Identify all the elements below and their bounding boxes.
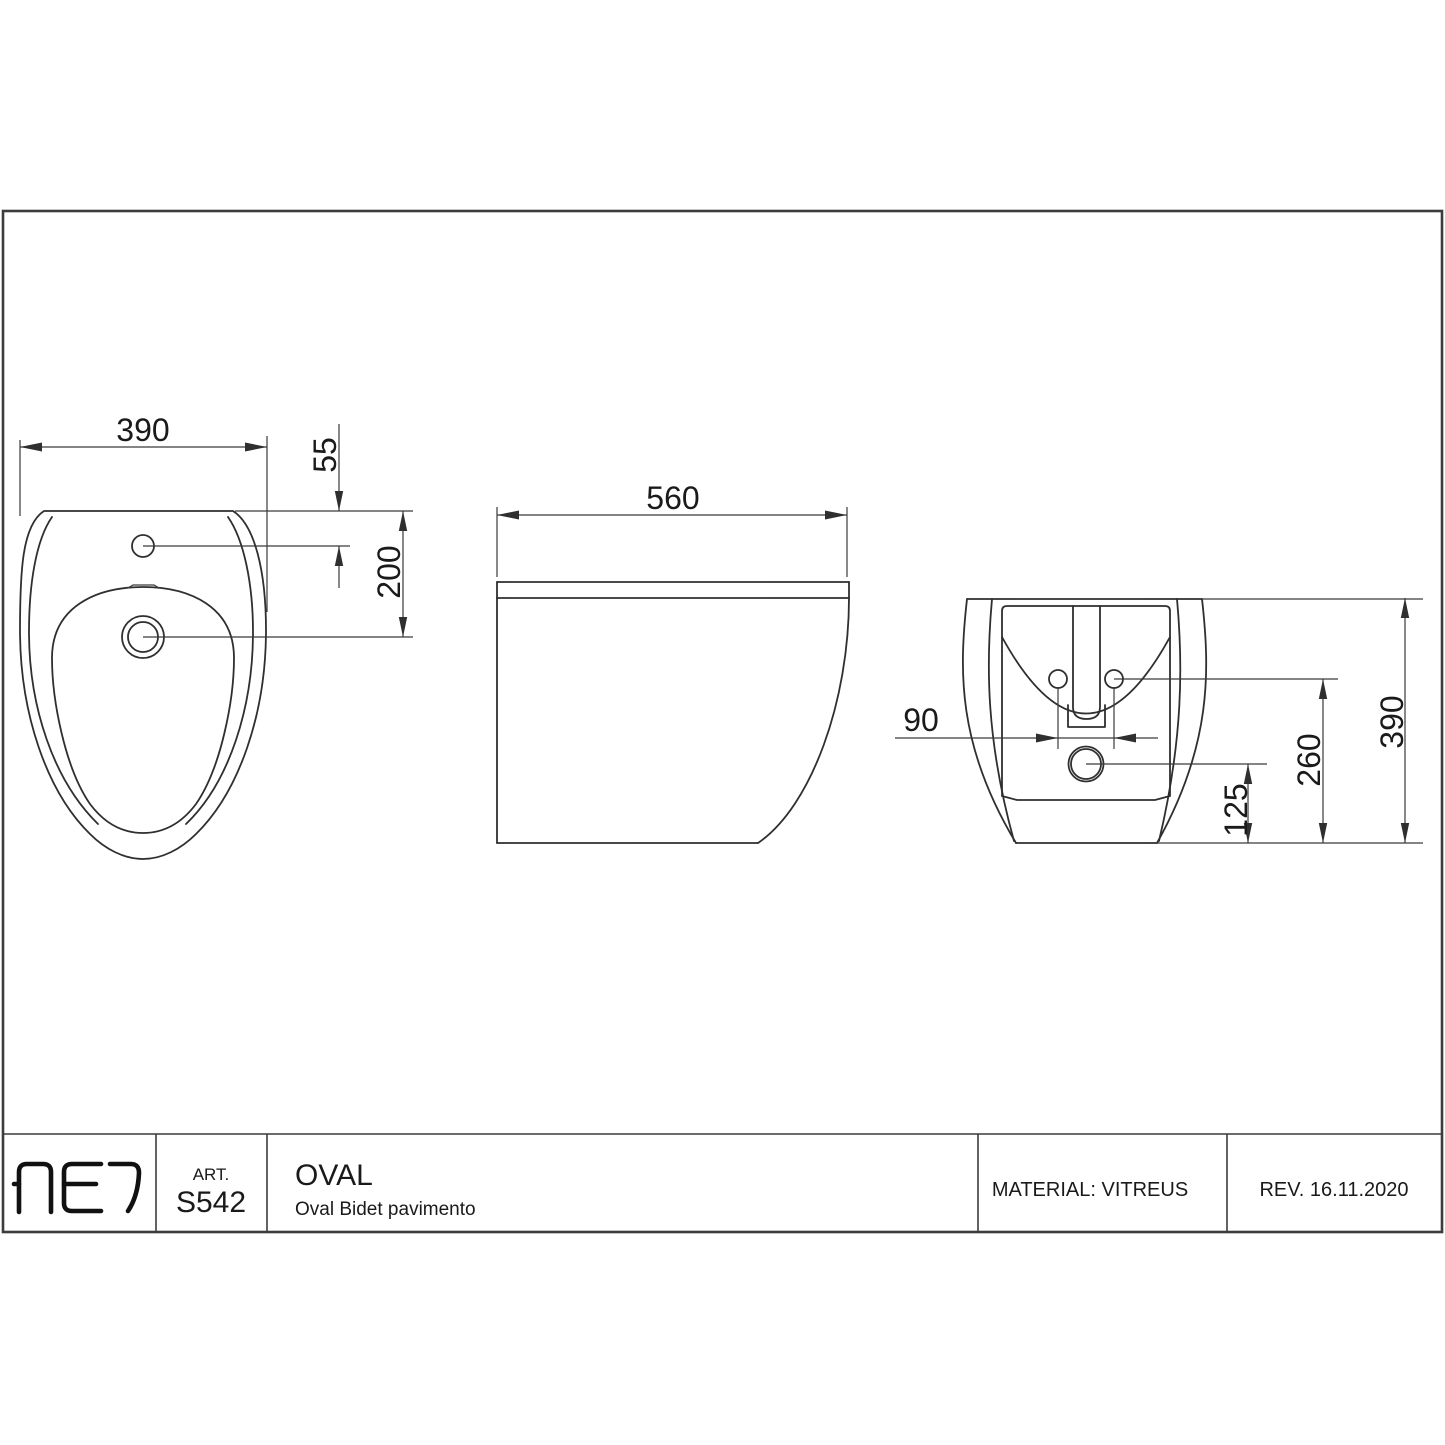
- top-view-rim-right: [185, 516, 254, 825]
- art-label: ART.: [193, 1165, 230, 1184]
- fixing-hole-left: [1048, 669, 1068, 689]
- arrow: [1243, 823, 1253, 843]
- logo-a: [16, 1161, 54, 1215]
- product-name: OVAL: [295, 1159, 373, 1192]
- arrow: [398, 511, 408, 531]
- arrow: [1036, 733, 1058, 743]
- front-inner-right: [1158, 598, 1182, 842]
- front-view: 90 125 260 390: [895, 598, 1423, 844]
- logo-e: [61, 1161, 104, 1214]
- dim-55-label: 55: [307, 437, 343, 473]
- side-view: 560: [496, 480, 850, 844]
- logo-t: [107, 1161, 142, 1214]
- dim-260-label: 260: [1291, 733, 1327, 786]
- dim-390-top-label: 390: [116, 412, 169, 448]
- arrow: [1400, 823, 1410, 843]
- arrow: [334, 491, 344, 511]
- dim-125-label: 125: [1218, 783, 1254, 836]
- arrow: [825, 510, 847, 520]
- brand-logo: [11, 1161, 142, 1215]
- arrow: [245, 442, 267, 452]
- front-outer-right: [1156, 598, 1208, 844]
- product-description: Oval Bidet pavimento: [295, 1199, 476, 1220]
- dim-560-label: 560: [646, 480, 699, 516]
- arrow: [398, 617, 408, 637]
- arrow: [1243, 764, 1253, 784]
- top-view-outer-outline: [19, 510, 267, 860]
- arrow: [20, 442, 42, 452]
- title-block: ART. S542 OVAL Oval Bidet pavimento MATE…: [3, 1133, 1442, 1232]
- front-bowl-arc: [1001, 636, 1171, 715]
- side-front-curve: [757, 597, 850, 844]
- front-channel-surround: [1067, 704, 1106, 728]
- front-channel: [1072, 605, 1101, 720]
- arrow: [1318, 679, 1328, 699]
- top-view-basin-notch: [127, 584, 160, 589]
- dim-90-label: 90: [903, 702, 939, 738]
- top-view-rim-left: [28, 516, 99, 825]
- arrow: [1114, 733, 1136, 743]
- top-view: 390 55 200: [19, 412, 413, 860]
- art-value: S542: [176, 1186, 246, 1219]
- material-text: MATERIAL: VITREUS: [992, 1179, 1188, 1201]
- top-view-basin: [51, 586, 235, 834]
- dim-200-label: 200: [371, 545, 407, 598]
- arrow: [1400, 598, 1410, 618]
- revision-text: REV. 16.11.2020: [1259, 1179, 1408, 1201]
- arrow: [1318, 823, 1328, 843]
- front-back-panel: [1001, 605, 1171, 801]
- sheet-border: [1, 209, 1444, 1234]
- arrow: [334, 546, 344, 566]
- front-outer-left: [961, 598, 1017, 844]
- dim-390-right-label: 390: [1374, 695, 1410, 748]
- arrow: [497, 510, 519, 520]
- front-inner-left: [987, 598, 1015, 842]
